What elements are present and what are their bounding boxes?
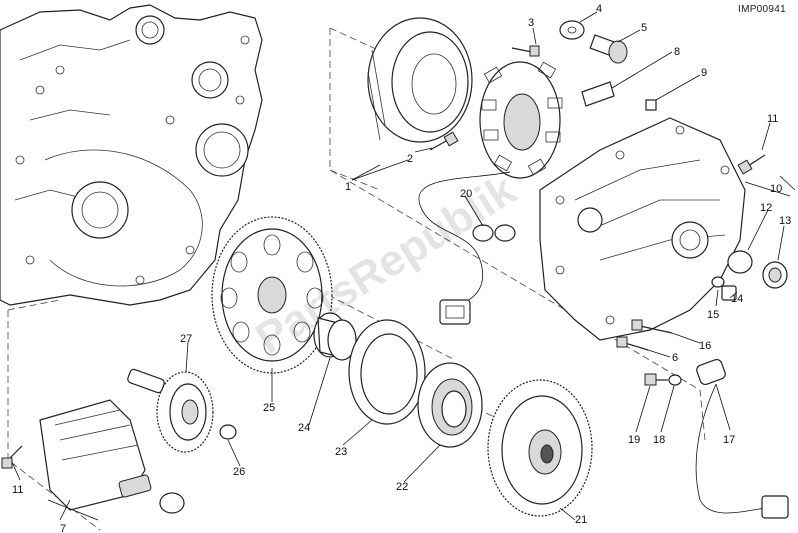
washer-15 (711, 276, 725, 288)
callout-21: 21 (575, 514, 587, 526)
callout-6: 6 (672, 352, 678, 364)
leader-lines (11, 11, 785, 521)
callout-5: 5 (641, 22, 647, 34)
callout-10: 10 (770, 183, 782, 195)
callout-26: 26 (233, 466, 245, 478)
callout-7: 7 (60, 523, 66, 533)
starter-motor (39, 399, 185, 514)
freewheel-clutch-22 (417, 362, 483, 448)
bolt-11-right (737, 154, 766, 175)
bushing-24 (313, 312, 357, 361)
callout-20: 20 (460, 188, 472, 200)
callout-27: 27 (180, 333, 192, 345)
oring-20b (494, 224, 516, 242)
stator-coil (479, 61, 563, 179)
callout-23: 23 (335, 446, 347, 458)
idler-gear-27 (127, 368, 214, 453)
thrust-ring-23 (348, 319, 426, 425)
washer-18 (668, 374, 682, 386)
callout-4: 4 (596, 3, 602, 15)
callout-24: 24 (298, 422, 310, 434)
dowel-pin-9 (645, 99, 657, 111)
starter-clutch-housing-21 (487, 379, 593, 517)
bolt-3 (511, 45, 540, 57)
callout-16: 16 (699, 340, 711, 352)
bracket-7 (47, 499, 99, 521)
assembly-frame-top (329, 27, 401, 191)
oring-20a (472, 224, 494, 242)
callout-22: 22 (396, 481, 408, 493)
leader-10 (744, 181, 791, 197)
stator-wire (418, 171, 511, 306)
washer-4 (559, 20, 585, 40)
washer-26 (219, 424, 237, 440)
bracket-10 (779, 175, 796, 191)
assembly-frame-right (329, 28, 706, 441)
plug-13 (762, 261, 788, 289)
callout-14: 14 (731, 293, 743, 305)
callout-15: 15 (707, 309, 719, 321)
callout-12: 12 (760, 202, 772, 214)
callout-18: 18 (653, 434, 665, 446)
callout-11-right: 11 (767, 113, 778, 125)
callout-13: 13 (779, 215, 791, 227)
bolt-16 (631, 319, 673, 334)
pickup-sensor-17 (695, 358, 789, 519)
callout-2: 2 (407, 153, 413, 165)
bolt-6 (616, 336, 649, 351)
bolt-11-left (1, 445, 23, 469)
callout-17: 17 (723, 434, 735, 446)
oring-12 (727, 250, 753, 274)
callout-11-left: 11 (12, 484, 23, 496)
callout-25: 25 (263, 402, 275, 414)
flywheel-rotor (367, 17, 473, 143)
stud-5 (589, 34, 628, 64)
callout-8: 8 (674, 46, 680, 58)
starter-driven-gear-25 (211, 216, 333, 374)
diagram-code: IMP00941 (738, 4, 786, 15)
callout-1: 1 (345, 181, 351, 193)
callout-numbers: 1 2 3 4 5 6 7 8 9 10 11 11 12 13 14 15 1… (12, 3, 791, 533)
engine-crankcase (0, 4, 263, 306)
callout-19: 19 (628, 434, 640, 446)
callout-3: 3 (528, 17, 534, 29)
clip-8 (581, 81, 615, 107)
stator-connector (439, 299, 471, 325)
callout-9: 9 (701, 67, 707, 79)
bolt-2 (429, 131, 459, 151)
generator-cover (539, 117, 746, 341)
bolt-19 (644, 373, 668, 386)
